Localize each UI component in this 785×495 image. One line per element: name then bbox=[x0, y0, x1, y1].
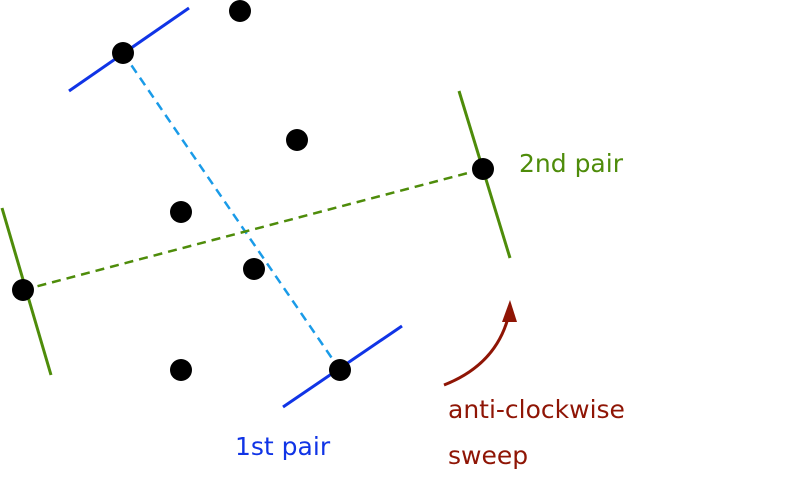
sweep-label-line1: anti-clockwise bbox=[448, 395, 625, 424]
sweep-arrow bbox=[443, 317, 510, 387]
point bbox=[229, 0, 251, 22]
point bbox=[243, 258, 265, 280]
second-pair-label: 2nd pair bbox=[519, 149, 623, 178]
point bbox=[286, 129, 308, 151]
points bbox=[12, 0, 494, 381]
point bbox=[170, 201, 192, 223]
sweep-arrowhead bbox=[502, 300, 517, 322]
sweep-label-line2: sweep bbox=[448, 441, 529, 470]
point bbox=[329, 359, 351, 381]
point bbox=[472, 158, 494, 180]
second-pair-dashed-line bbox=[22, 167, 484, 292]
point bbox=[112, 42, 134, 64]
first-pair-dashed-line bbox=[121, 52, 342, 371]
point bbox=[170, 359, 192, 381]
first-pair-label: 1st pair bbox=[235, 432, 331, 461]
point bbox=[12, 279, 34, 301]
